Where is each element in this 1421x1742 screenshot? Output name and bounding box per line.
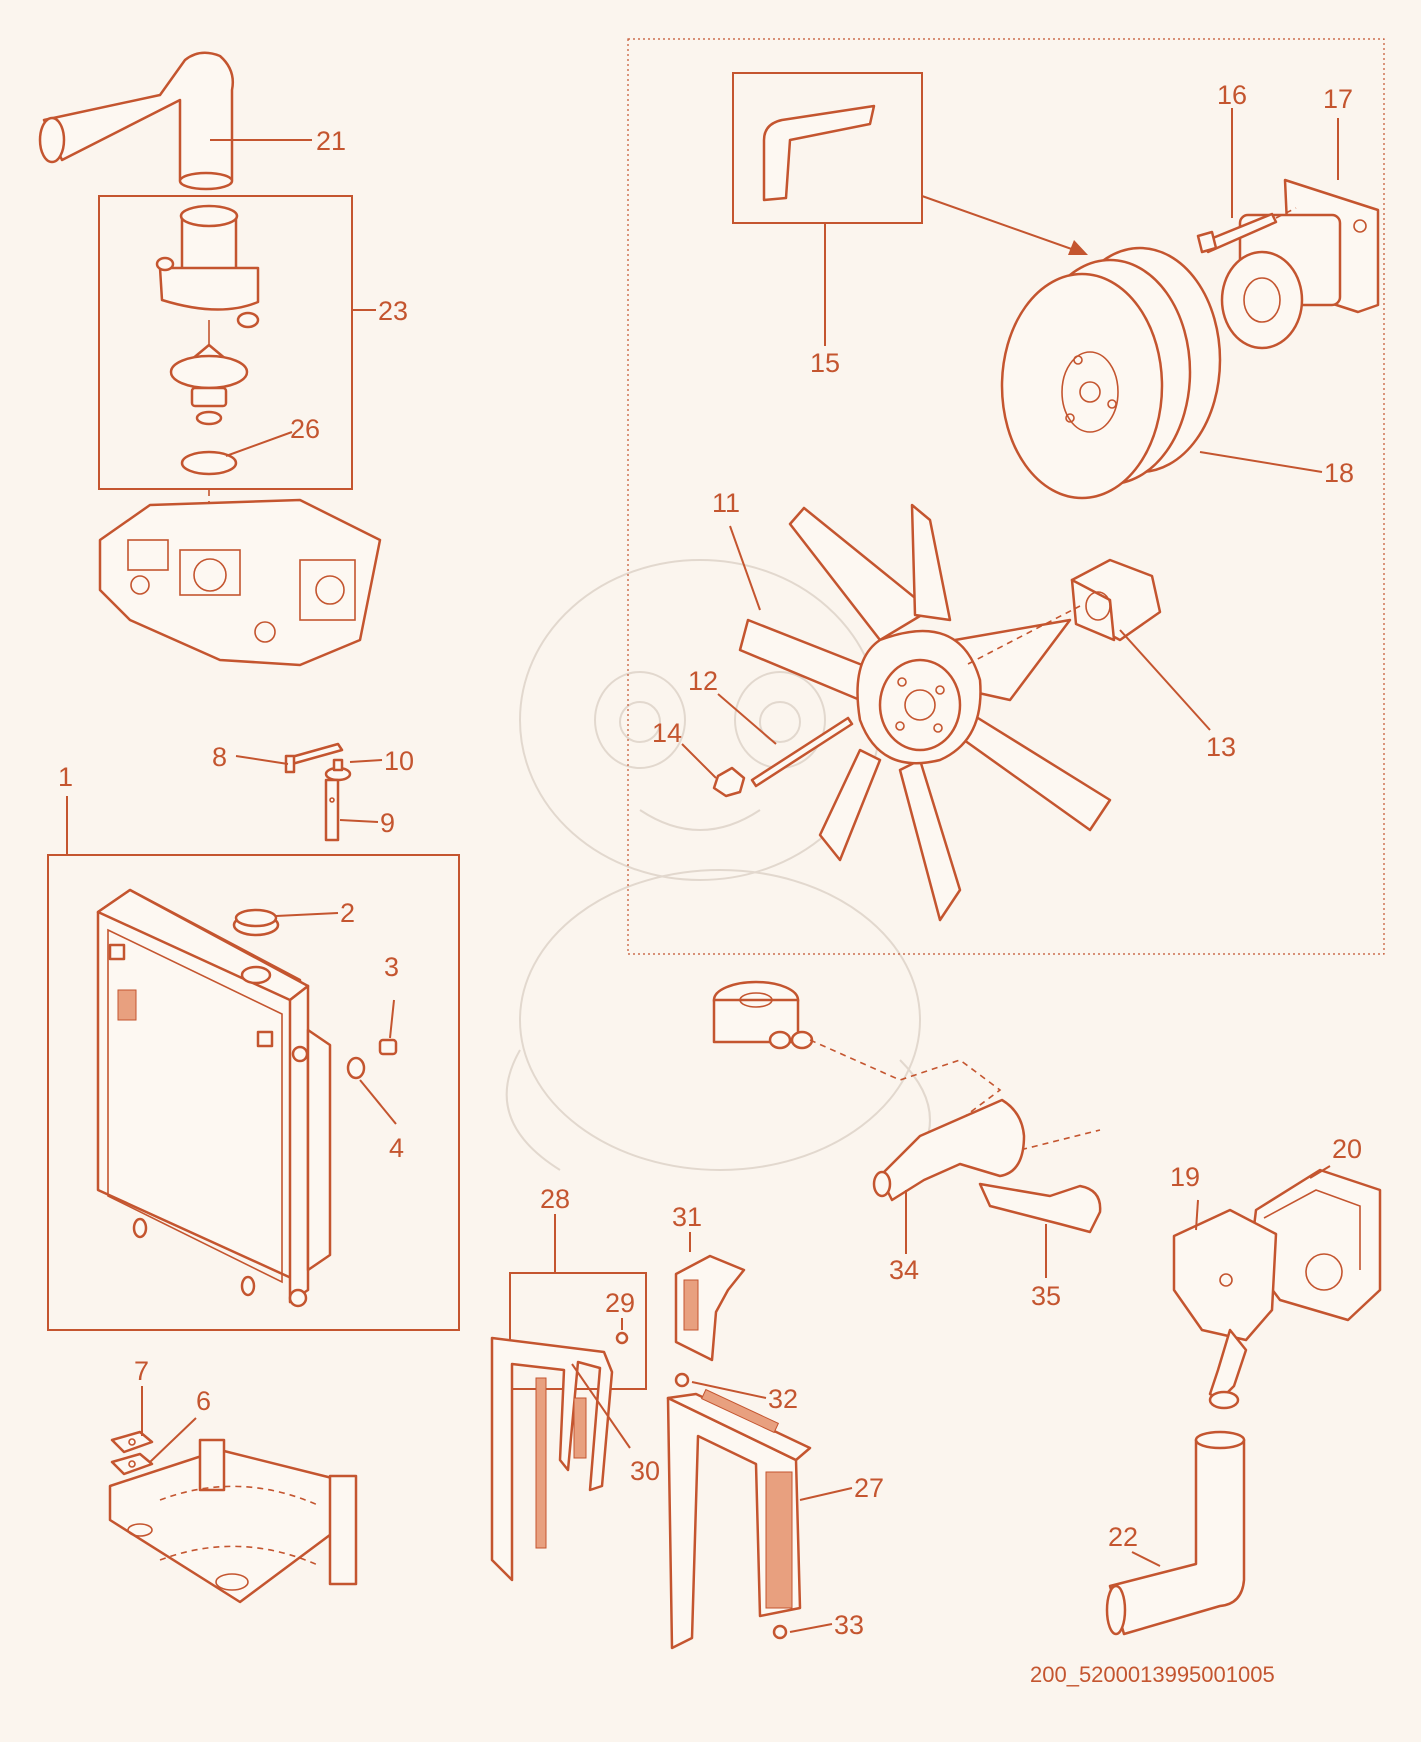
mount-part-6[interactable] (110, 1452, 154, 1476)
engine-block-fragment (98, 498, 382, 667)
callout-2: 2 (340, 898, 355, 928)
callout-20: 20 (1332, 1134, 1362, 1164)
callout-7: 7 (134, 1356, 149, 1386)
callout-23: 23 (378, 296, 408, 326)
callout-12: 12 (688, 666, 718, 696)
o-ring-part-26[interactable] (180, 450, 238, 476)
screw-part-29[interactable] (615, 1331, 629, 1345)
callout-1: 1 (58, 762, 73, 792)
spacer-part-13[interactable] (1070, 558, 1162, 642)
thermostat-group-box (98, 195, 353, 490)
callout-8: 8 (212, 742, 227, 772)
bolt-part-32[interactable] (674, 1372, 690, 1388)
bolt-part-16[interactable] (1196, 212, 1278, 254)
callout-27: 27 (854, 1473, 884, 1503)
grommet-part-10[interactable] (324, 758, 352, 782)
callout-14: 14 (652, 718, 682, 748)
lower-hose-part-22[interactable] (1105, 1430, 1246, 1636)
mount-part-7[interactable] (110, 1430, 154, 1454)
upper-hose-part-21[interactable] (38, 51, 234, 191)
belt-inset-box (732, 72, 923, 224)
callout-18: 18 (1324, 458, 1354, 488)
callout-16: 16 (1217, 80, 1247, 110)
callout-17: 17 (1323, 84, 1353, 114)
screw-part-33[interactable] (772, 1624, 788, 1640)
washer-part-4[interactable] (346, 1056, 366, 1080)
belt-part-15[interactable] (762, 104, 876, 202)
callout-4: 4 (389, 1133, 404, 1163)
callout-22: 22 (1108, 1522, 1138, 1552)
shroud-part-28[interactable] (490, 1336, 614, 1582)
hose-part-34[interactable] (872, 1098, 1026, 1202)
support-bracket[interactable] (108, 1438, 358, 1604)
callout-19: 19 (1170, 1162, 1200, 1192)
callout-33: 33 (834, 1610, 864, 1640)
figure-reference: 200_5200013995001005 (1030, 1662, 1275, 1687)
pulley-part-18[interactable] (1000, 246, 1222, 500)
shroud-part-27[interactable] (666, 1388, 812, 1650)
callout-3: 3 (384, 952, 399, 982)
callout-9: 9 (380, 808, 395, 838)
pump-housing-part-19[interactable] (1172, 1208, 1278, 1410)
callout-34: 34 (889, 1255, 919, 1285)
callout-31: 31 (672, 1202, 702, 1232)
fan-part-11[interactable] (738, 503, 1112, 922)
callout-26: 26 (290, 414, 320, 444)
callout-10: 10 (384, 746, 414, 776)
callout-13: 13 (1206, 732, 1236, 762)
bracket-part-9[interactable] (324, 778, 340, 842)
radiator-core[interactable] (96, 888, 332, 1308)
shroud-part-31[interactable] (674, 1254, 746, 1362)
radiator-group-box (47, 854, 460, 1331)
drain-plug-part-3[interactable] (378, 1038, 398, 1056)
callout-21: 21 (316, 126, 346, 156)
callout-35: 35 (1031, 1281, 1061, 1311)
pump-hub-part-17[interactable] (1220, 178, 1380, 350)
callout-30: 30 (630, 1456, 660, 1486)
thermostat[interactable] (169, 320, 249, 426)
fan-pulley-group-box (627, 38, 1385, 955)
pump-gasket-part-20[interactable] (1248, 1168, 1382, 1322)
radiator-cap-part-2[interactable] (232, 908, 280, 937)
shroud-group-box-28 (509, 1272, 647, 1390)
callout-29: 29 (605, 1288, 635, 1318)
callout-32: 32 (768, 1384, 798, 1414)
callout-28: 28 (540, 1184, 570, 1214)
stud-part-12[interactable] (750, 716, 854, 788)
hose-part-35[interactable] (978, 1182, 1102, 1234)
oil-cooler[interactable] (712, 980, 814, 1050)
callout-15: 15 (810, 348, 840, 378)
thermostat-housing[interactable] (155, 204, 260, 329)
nut-part-14[interactable] (712, 766, 746, 798)
callout-11: 11 (712, 488, 740, 518)
callout-6: 6 (196, 1386, 211, 1416)
